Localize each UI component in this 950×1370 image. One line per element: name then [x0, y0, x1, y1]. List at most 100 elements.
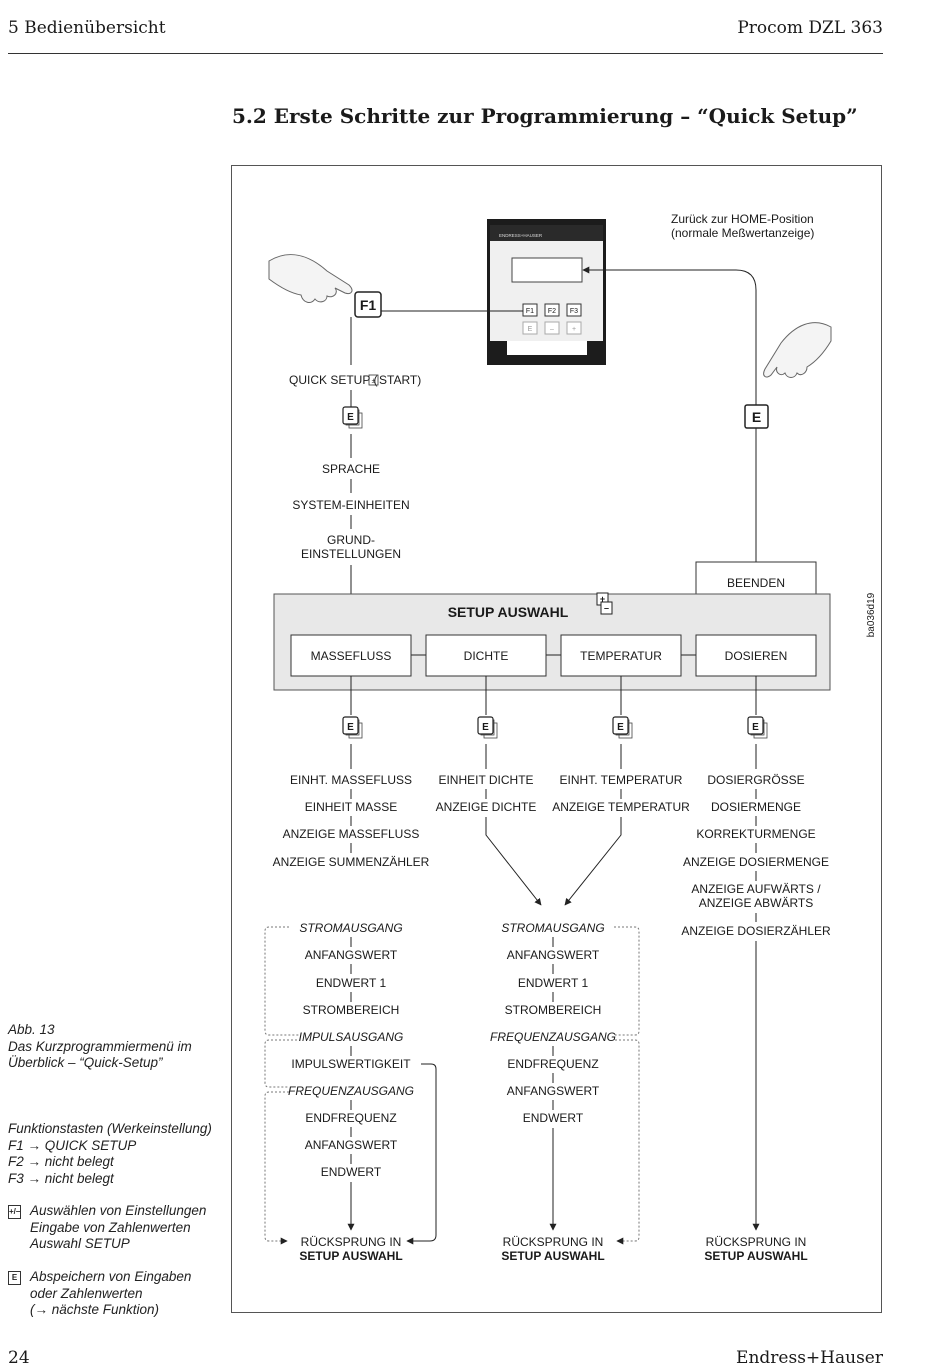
plus-minus-line3: Auswahl SETUP — [30, 1236, 130, 1251]
step-anzeige-dichte: ANZEIGE DICHTE — [436, 800, 537, 814]
home-note-line2: (normale Meßwertanzeige) — [671, 226, 814, 240]
device-key-e[interactable]: E — [522, 321, 538, 335]
svg-text:–: – — [550, 326, 554, 333]
option-dichte[interactable]: DICHTE — [425, 634, 547, 677]
left-strom-strombereich: STROMBEREICH — [303, 1003, 400, 1017]
step-einht-temperatur: EINHT. TEMPERATUR — [560, 773, 683, 787]
step-grund-line2: EINSTELLUNGEN — [301, 547, 401, 561]
svg-text:E: E — [528, 326, 533, 333]
header-product: Procom DZL 363 — [737, 18, 883, 38]
left-frequenz-heading: FREQUENZAUSGANG — [288, 1084, 414, 1098]
svg-text:E: E — [752, 722, 759, 733]
step-dosiermenge: DOSIERMENGE — [711, 800, 801, 814]
svg-text:+: + — [600, 594, 605, 604]
step-korrekturmenge: KORREKTURMENGE — [696, 827, 815, 841]
left-impuls-heading: IMPULSAUSGANG — [299, 1030, 404, 1044]
step-sprache: SPRACHE — [322, 462, 380, 476]
device-key-minus[interactable]: – — [544, 321, 560, 335]
device-display — [511, 257, 583, 283]
svg-text:MASSEFLUSS: MASSEFLUSS — [311, 649, 392, 663]
left-endfrequenz: ENDFREQUENZ — [305, 1111, 396, 1125]
mid-strom-strombereich: STROMBEREICH — [505, 1003, 602, 1017]
return-left-line2: SETUP AUSWAHL — [299, 1249, 402, 1263]
figure-caption-line1: Das Kurzprogrammiermenü im — [8, 1038, 192, 1054]
step-system-einheiten: SYSTEM-EINHEITEN — [292, 498, 409, 512]
step-dosiergroesse: DOSIERGRÖSSE — [707, 773, 804, 787]
svg-text:E: E — [347, 412, 354, 423]
mid-anfangswert: ANFANGSWERT — [507, 1084, 600, 1098]
svg-text:DICHTE: DICHTE — [464, 649, 509, 663]
step-einheit-masse: EINHEIT MASSE — [305, 800, 397, 814]
device-brand: ENDRESS+HAUSER — [499, 233, 543, 238]
function-keys-title: Funktionstasten (Werkeinstellung) — [8, 1121, 212, 1136]
mid-strom-endwert1: ENDWERT 1 — [518, 976, 589, 990]
quick-setup-flowchart: Zurück zur HOME-Position (normale Meßwer… — [264, 212, 877, 1263]
step-einheit-dichte: EINHEIT DICHTE — [438, 773, 533, 787]
step-anzeige-massefluss: ANZEIGE MASSEFLUSS — [283, 827, 420, 841]
function-key-f1: F1 → QUICK SETUP — [8, 1137, 137, 1153]
header-chapter: 5 Bedienübersicht — [8, 18, 166, 38]
footer-brand: Endress+Hauser — [736, 1348, 883, 1368]
svg-text:TEMPERATUR: TEMPERATUR — [580, 649, 662, 663]
plus-minus-note: +/– Auswählen von Einstellungen Eingabe … — [8, 1203, 206, 1253]
device-key-f1[interactable]: F1 — [522, 303, 538, 317]
svg-text:F3: F3 — [570, 308, 578, 315]
return-right-line1: RÜCKSPRUNG IN — [706, 1235, 807, 1249]
header-rule — [8, 53, 883, 54]
left-anfangswert: ANFANGSWERT — [305, 1138, 398, 1152]
e-key-icon[interactable]: E — [744, 404, 769, 429]
step-anzeige-aufwaerts: ANZEIGE AUFWÄRTS / — [691, 882, 821, 896]
svg-text:E: E — [617, 722, 624, 733]
plus-minus-key-icon: + – — [596, 592, 613, 615]
mid-frequenz-heading: FREQUENZAUSGANG — [490, 1030, 616, 1044]
e-key-icon: E — [8, 1271, 21, 1285]
section-title: 5.2 Erste Schritte zur Programmierung – … — [232, 104, 858, 128]
e-key-icon: E — [342, 716, 363, 739]
e-key-icon: E — [612, 716, 633, 739]
e-key-line2: oder Zahlenwerten — [30, 1285, 143, 1301]
plus-minus-key-icon: +/– — [8, 1205, 21, 1219]
option-massefluss[interactable]: MASSEFLUSS — [290, 634, 412, 677]
setup-auswahl-title: SETUP AUSWAHL — [448, 604, 569, 620]
pointing-hand-icon — [268, 254, 353, 303]
f1-key-icon[interactable]: F1 — [354, 291, 382, 318]
step-anzeige-dosiermenge: ANZEIGE DOSIERMENGE — [683, 855, 829, 869]
return-right-line2: SETUP AUSWAHL — [704, 1249, 807, 1263]
home-note-line1: Zurück zur HOME-Position — [671, 212, 814, 226]
step-anzeige-abwaerts: ANZEIGE ABWÄRTS — [699, 896, 813, 910]
step-anzeige-summenzaehler: ANZEIGE SUMMENZÄHLER — [273, 855, 430, 869]
svg-text:–: – — [604, 603, 609, 613]
option-dosieren[interactable]: DOSIEREN — [695, 634, 817, 677]
mid-strom-heading: STROMAUSGANG — [501, 921, 604, 935]
svg-text:±: ± — [372, 378, 376, 385]
e-key-line3: (→ nächste Funktion) — [30, 1302, 160, 1317]
svg-text:F1: F1 — [526, 308, 534, 315]
device-key-f3[interactable]: F3 — [566, 303, 582, 317]
plus-minus-line1: Auswählen von Einstellungen — [30, 1203, 207, 1218]
function-key-f2: F2 → nicht belegt — [8, 1154, 114, 1169]
return-mid-line2: SETUP AUSWAHL — [501, 1249, 604, 1263]
function-key-f3: F3 → nicht belegt — [8, 1170, 114, 1186]
left-strom-heading: STROMAUSGANG — [299, 921, 402, 935]
return-left-line1: RÜCKSPRUNG IN — [301, 1235, 402, 1249]
pointing-hand-icon — [763, 322, 832, 378]
device-key-f2[interactable]: F2 — [544, 303, 560, 317]
figure-caption-block: Abb. 13 Das Kurzprogrammiermenü im Überb… — [8, 1022, 192, 1072]
left-endwert: ENDWERT — [321, 1165, 382, 1179]
step-anzeige-temperatur: ANZEIGE TEMPERATUR — [552, 800, 690, 814]
step-grund-line1: GRUND- — [327, 533, 375, 547]
left-strom-anfangswert: ANFANGSWERT — [305, 948, 398, 962]
f1-key-label: F1 — [360, 297, 377, 313]
svg-text:+: + — [572, 326, 576, 333]
svg-text:E: E — [482, 722, 489, 733]
left-strom-endwert1: ENDWERT 1 — [316, 976, 387, 990]
svg-text:DOSIEREN: DOSIEREN — [725, 649, 788, 663]
diagram-frame — [231, 165, 882, 1313]
e-key-icon: E — [342, 406, 363, 429]
device-key-plus[interactable]: + — [566, 321, 582, 335]
option-temperatur[interactable]: TEMPERATUR — [560, 634, 682, 677]
e-key-icon: E — [477, 716, 498, 739]
svg-text:E: E — [347, 722, 354, 733]
mid-endwert: ENDWERT — [523, 1111, 584, 1125]
function-keys-block: Funktionstasten (Werkeinstellung) F1 → Q… — [8, 1121, 212, 1187]
